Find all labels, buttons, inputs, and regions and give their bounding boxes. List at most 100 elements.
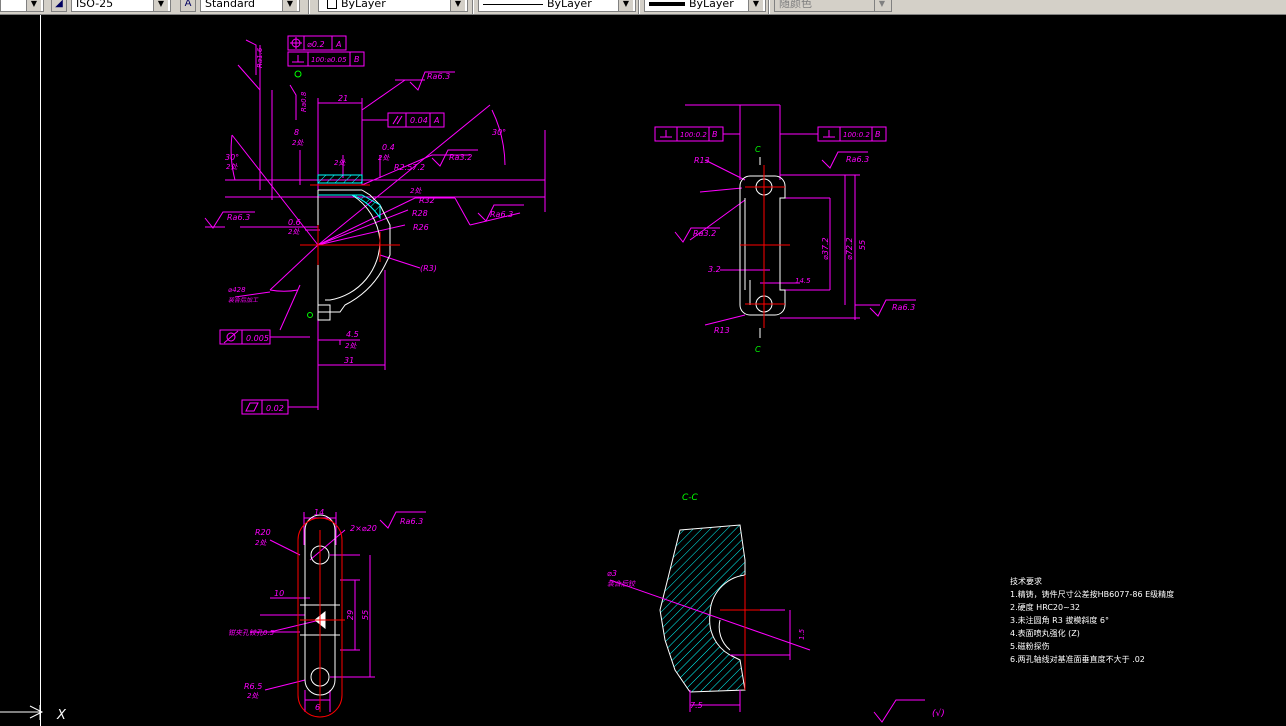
ra-label: Ra6.3	[427, 72, 450, 81]
ra-label: Ra6.3	[892, 303, 915, 312]
dimstyle-dropdown[interactable]: ISO-25 ▼	[71, 0, 171, 12]
view-top: 14 10 29 55 6 R20 2处 2×⌀20 Ra6.3 R6.5 2处…	[228, 508, 426, 718]
gdt-position-frame	[287, 35, 347, 51]
tol-pos-ref: A	[335, 40, 341, 49]
r26-label: R26	[413, 223, 429, 232]
angle-label: 30°	[225, 153, 239, 162]
roughness-symbols	[674, 151, 916, 317]
dimstyle-value: ISO-25	[76, 0, 114, 10]
linetype-dropdown[interactable]: ByLayer ▼	[478, 0, 636, 12]
dim-3-2: 3.2	[708, 265, 721, 274]
textstyle-value: Standard	[205, 0, 256, 10]
technical-requirements: 技术要求 1.精铸，铸件尺寸公差按HB6077-86 E级精度 2.硬度 HRC…	[1010, 575, 1210, 666]
linetype-value: ByLayer	[547, 0, 592, 10]
notes-line: 3.未注圆角 R3 拔模斜度 6°	[1010, 616, 1109, 625]
chevron-down-icon: ▼	[450, 0, 465, 11]
tol-perp-right-ref: B	[875, 130, 881, 139]
dim-55: 55	[361, 610, 370, 620]
two-x-label: 2处	[255, 539, 267, 547]
section-c-bottom: C	[755, 345, 761, 354]
drawing-canvas[interactable]: ⌀0.2 A 100:⌀0.05 B 0.04 A 0	[0, 15, 1286, 726]
tol-parallel-value: 0.04	[410, 116, 428, 125]
chevron-down-icon: ▼	[26, 0, 41, 11]
ra-label: Ra6.3	[400, 517, 423, 526]
ra-label: Ra1.6	[256, 47, 264, 68]
general-roughness-label: (√)	[932, 708, 945, 719]
ra-label: Ra6.3	[490, 210, 513, 219]
centerlines	[300, 184, 400, 265]
dim-1-5: 1.5	[798, 628, 806, 640]
two-x-label: 2处	[378, 154, 390, 162]
r28-label: R28	[412, 209, 428, 218]
tol-pos-value: ⌀0.2	[307, 40, 325, 49]
notes-line: 5.磁粉探伤	[1010, 642, 1050, 651]
notes-line: 6.两孔轴线对基准面垂直度不大于 .02	[1010, 655, 1145, 664]
dim-31: 31	[344, 356, 354, 365]
toolbar-separator	[638, 0, 640, 14]
color-swatch	[327, 0, 337, 9]
note-label: 装合后铰	[607, 580, 636, 588]
tol-perp-right: 100:0.2	[843, 131, 870, 139]
linetype-sample	[483, 3, 543, 5]
plotstyle-value: 随颜色	[779, 0, 812, 10]
dim-8: 8	[294, 128, 299, 137]
two-x-label: 2处	[292, 139, 304, 147]
properties-toolbar: ▼ ◢ ISO-25 ▼ A Standard ▼ ByLayer ▼ ByLa…	[0, 0, 1286, 15]
r13-label: R13	[714, 326, 730, 335]
phi428-label: ⌀428	[228, 286, 246, 294]
view-side: 100:0.2 B 100:0.2 B	[654, 104, 916, 354]
dim-21: 21	[338, 94, 348, 103]
lineweight-value: ByLayer	[689, 0, 734, 10]
dim-0-6: 0.6	[288, 218, 301, 227]
two-x-label: 2处	[345, 342, 357, 350]
tol-perp-ref: B	[354, 55, 360, 64]
chevron-down-icon: ▼	[153, 0, 168, 11]
view-front: ⌀0.2 A 100:⌀0.05 B 0.04 A 0	[204, 35, 546, 415]
angle-label: 30°	[492, 128, 506, 137]
r20-label: R20	[255, 528, 271, 537]
tol-perp-left-ref: B	[712, 130, 718, 139]
layer-dropdown[interactable]: ▼	[0, 0, 44, 12]
r13-label: R13	[694, 156, 710, 165]
tol-perp-value: 100:⌀0.05	[311, 56, 347, 64]
phi3-label: ⌀3	[607, 569, 617, 578]
notes-line: 4.表面喷丸强化 (Z)	[1010, 629, 1080, 638]
section-cc-label: C-C	[682, 493, 699, 503]
notes-line: 1.精铸，铸件尺寸公差按HB6077-86 E级精度	[1010, 590, 1175, 599]
tol-perp-left: 100:0.2	[680, 131, 707, 139]
gdt-cyl-frame	[219, 329, 271, 345]
tol-cyl-value: 0.005	[246, 334, 269, 343]
plotstyle-dropdown[interactable]: 随颜色 ▼	[774, 0, 892, 12]
dim-7-5: 7.5	[690, 701, 703, 710]
section-body	[659, 524, 746, 693]
color-dropdown[interactable]: ByLayer ▼	[318, 0, 468, 12]
dim-14: 14	[314, 508, 324, 517]
ra-label: Ra3.2	[693, 229, 716, 238]
two-x-label: 2处	[410, 187, 422, 195]
section-hatch	[317, 174, 363, 184]
section-hatch	[318, 194, 381, 220]
r2572-label: R2.57.2	[394, 163, 425, 172]
dim-4-5: 4.5	[346, 330, 359, 339]
dim-29: 29	[346, 610, 355, 620]
notes-title: 技术要求	[1010, 577, 1042, 586]
lineweight-sample	[649, 2, 685, 6]
textstyle-icon[interactable]: A	[180, 0, 196, 12]
textstyle-dropdown[interactable]: Standard ▼	[200, 0, 300, 12]
ra-label: Ra0.8	[300, 91, 308, 112]
centerlines	[740, 165, 790, 328]
hatch-lines-top	[297, 517, 345, 718]
dim-37: ⌀37.2	[821, 237, 830, 260]
r65-label: R6.5	[244, 682, 262, 691]
dim-6: 6	[315, 703, 320, 712]
r32-label: R32	[419, 196, 435, 205]
dimstyle-icon[interactable]: ◢	[51, 0, 67, 12]
two-x-label: 2处	[288, 228, 300, 236]
general-roughness: (√)	[873, 699, 945, 723]
lineweight-dropdown[interactable]: ByLayer ▼	[644, 0, 766, 12]
ra-label: Ra6.3	[846, 155, 869, 164]
datum-marker	[294, 70, 302, 78]
tol-parallel-ref: A	[433, 116, 439, 125]
chevron-down-icon: ▼	[282, 0, 297, 11]
tol-flat-value: 0.02	[266, 404, 284, 413]
